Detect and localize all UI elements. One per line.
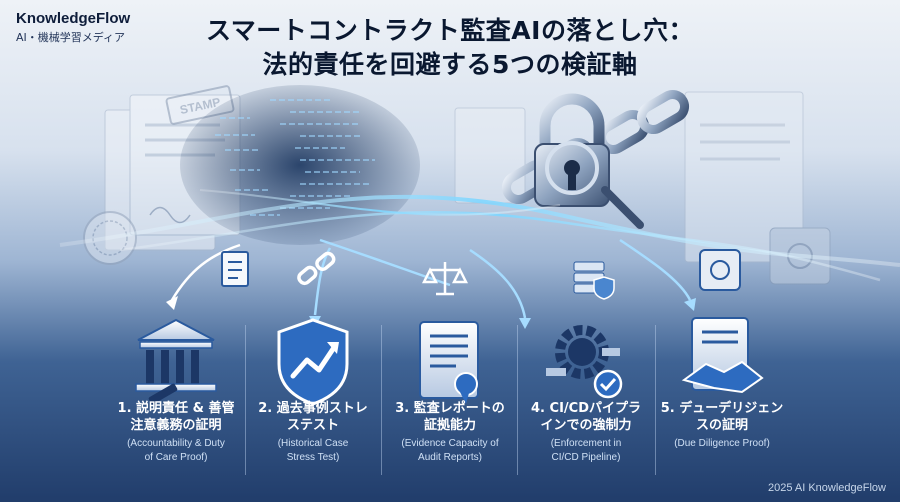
scales-icon-small	[421, 262, 469, 296]
divider	[655, 325, 656, 475]
column-accountability: 1. 説明責任 & 善管注意義務の証明 (Accountability & Du…	[107, 400, 245, 465]
brand-name: KnowledgeFlow	[16, 10, 131, 27]
column-english-line: (Enforcement in	[550, 438, 622, 449]
column-evidence-capacity: 3. 監査レポートの証拠能力 (Evidence Capacity of Audi…	[381, 400, 519, 465]
column-title-line: インでの強制力	[540, 418, 632, 433]
title-line-1: スマートコントラクト監査AIの落とし穴：	[206, 16, 694, 45]
page-title: スマートコントラクト監査AIの落とし穴： 法的責任を回避する5つの検証軸	[0, 14, 900, 82]
data-streams	[59, 189, 900, 329]
column-title-line: ステスト	[286, 418, 339, 433]
brand: KnowledgeFlow AI・機械学習メディア	[16, 10, 130, 45]
column-english-line: CI/CD Pipeline)	[551, 452, 621, 463]
broken-chain-icon-small	[297, 251, 336, 286]
column-title-line: 注意義務の証明	[130, 418, 222, 433]
padlock-icon	[534, 93, 644, 229]
code-panel	[180, 85, 420, 245]
bank-gavel-icon	[135, 318, 217, 405]
column-title-line: 5. デューデリジェン	[660, 401, 784, 416]
column-english-line: (Historical Case	[277, 438, 349, 449]
column-title-line: 4. CI/CDパイプラ	[531, 401, 641, 416]
divider	[245, 325, 246, 475]
column-english-line: Stress Test)	[286, 452, 340, 463]
column-english-line: Audit Reports)	[418, 452, 482, 463]
title-line-2: 法的責任を回避する5つの検証軸	[262, 50, 638, 79]
column-title-line: 3. 監査レポートの	[395, 401, 505, 416]
certificate-scroll-icon	[419, 321, 479, 404]
brand-subtitle: AI・機械学習メディア	[16, 31, 125, 44]
column-title-line: スの証明	[695, 418, 748, 433]
column-english-line: (Due Diligence Proof)	[674, 438, 770, 449]
safe-icon-small	[699, 249, 741, 291]
footer-copyright: 2025 AI KnowledgeFlow	[767, 482, 886, 494]
column-title-line: 証拠能力	[423, 418, 476, 433]
column-english-line: (Accountability & Duty	[127, 438, 225, 449]
shield-chart-icon	[277, 318, 349, 406]
column-cicd-enforcement: 4. CI/CDパイプラインでの強制力 (Enforcement in CI/CD…	[517, 400, 655, 465]
server-shield-icon-small	[573, 261, 615, 300]
column-title-line: 2. 過去事例ストレ	[258, 401, 368, 416]
column-due-diligence: 5. デューデリジェンスの証明 (Due Diligence Proof)	[653, 400, 791, 451]
column-english-line: (Evidence Capacity of	[401, 438, 499, 449]
column-english-line: of Care Proof)	[144, 452, 208, 463]
gear-pipeline-icon	[546, 325, 623, 399]
document-icon-small	[221, 251, 249, 287]
handshake-document-icon	[681, 317, 764, 394]
divider	[517, 325, 518, 475]
divider	[381, 325, 382, 475]
column-title-line: 1. 説明責任 & 善管	[117, 401, 235, 416]
